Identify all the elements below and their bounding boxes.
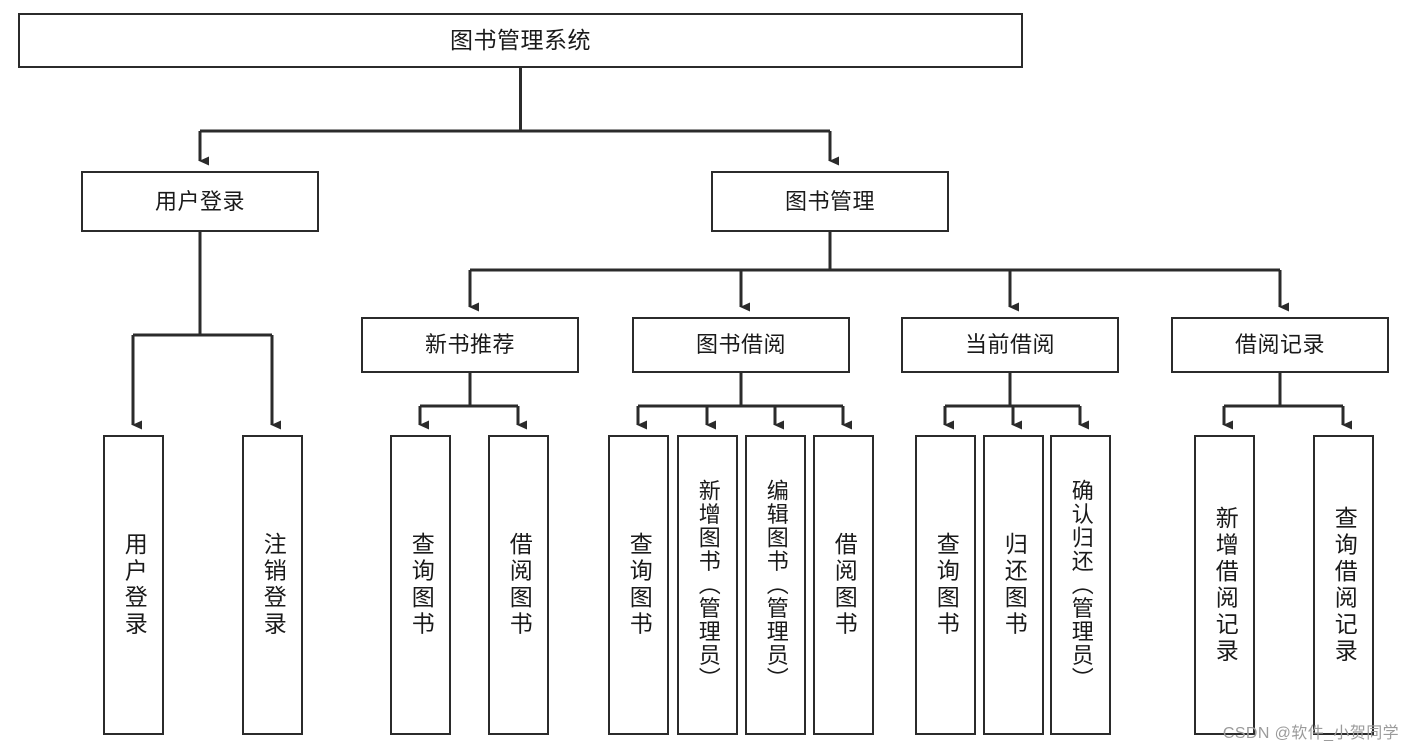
node-root-label: 图书管理系统 — [450, 26, 591, 53]
node-leaf-query-book-1[interactable]: 查询图书 — [390, 435, 451, 735]
node-user-login[interactable]: 用户登录 — [81, 171, 319, 232]
node-leaf-borrow-book-1-label: 借阅图书 — [506, 532, 533, 638]
node-leaf-edit-book-label: 编辑图书（管理员） — [763, 479, 789, 691]
node-new-book-rec-label: 新书推荐 — [424, 332, 515, 358]
node-leaf-borrow-book-1[interactable]: 借阅图书 — [488, 435, 549, 735]
node-leaf-user-login[interactable]: 用户登录 — [103, 435, 164, 735]
node-user-login-label: 用户登录 — [154, 188, 245, 214]
node-root[interactable]: 图书管理系统 — [18, 13, 1023, 68]
node-leaf-return-book-label: 归还图书 — [1001, 532, 1028, 638]
node-borrow-record[interactable]: 借阅记录 — [1171, 317, 1389, 373]
node-book-manage[interactable]: 图书管理 — [711, 171, 949, 232]
node-leaf-user-logout-label: 注销登录 — [260, 532, 287, 638]
node-leaf-add-record-label: 新增借阅记录 — [1212, 505, 1239, 665]
node-leaf-add-record[interactable]: 新增借阅记录 — [1194, 435, 1255, 735]
node-leaf-add-book-label: 新增图书（管理员） — [695, 479, 721, 691]
node-leaf-return-book[interactable]: 归还图书 — [983, 435, 1044, 735]
node-leaf-confirm-return-label: 确认归还（管理员） — [1068, 479, 1094, 691]
node-leaf-query-book-3-label: 查询图书 — [933, 532, 960, 638]
node-borrow-record-label: 借阅记录 — [1234, 332, 1325, 358]
node-leaf-borrow-book-2-label: 借阅图书 — [831, 532, 858, 638]
node-leaf-borrow-book-2[interactable]: 借阅图书 — [813, 435, 874, 735]
node-leaf-query-record[interactable]: 查询借阅记录 — [1313, 435, 1374, 735]
node-leaf-query-book-3[interactable]: 查询图书 — [915, 435, 976, 735]
node-leaf-confirm-return[interactable]: 确认归还（管理员） — [1050, 435, 1111, 735]
node-current-borrow-label: 当前借阅 — [964, 332, 1055, 358]
node-book-borrow[interactable]: 图书借阅 — [632, 317, 850, 373]
node-leaf-query-book-2[interactable]: 查询图书 — [608, 435, 669, 735]
node-leaf-user-logout[interactable]: 注销登录 — [242, 435, 303, 735]
node-leaf-edit-book[interactable]: 编辑图书（管理员） — [745, 435, 806, 735]
node-leaf-query-record-label: 查询借阅记录 — [1331, 505, 1358, 665]
node-leaf-query-book-1-label: 查询图书 — [408, 532, 435, 638]
watermark-text: CSDN @软件_小贺同学 — [1222, 725, 1399, 742]
node-book-borrow-label: 图书借阅 — [695, 332, 786, 358]
node-leaf-user-login-label: 用户登录 — [121, 532, 148, 638]
node-leaf-query-book-2-label: 查询图书 — [626, 532, 653, 638]
node-current-borrow[interactable]: 当前借阅 — [901, 317, 1119, 373]
node-leaf-add-book[interactable]: 新增图书（管理员） — [677, 435, 738, 735]
node-new-book-rec[interactable]: 新书推荐 — [361, 317, 579, 373]
node-book-manage-label: 图书管理 — [784, 188, 875, 214]
